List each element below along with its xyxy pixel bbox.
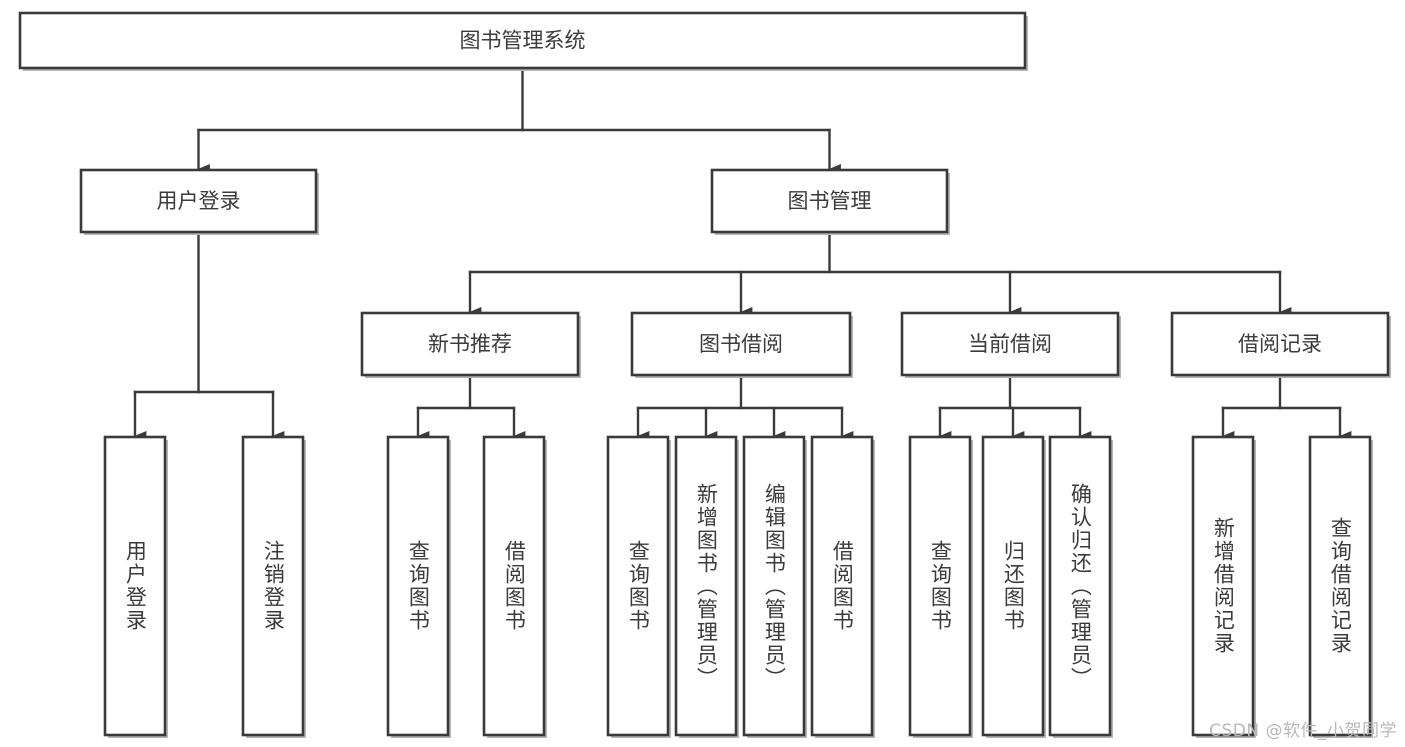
node-leaf-借阅图书-7[interactable] [810,435,875,738]
edge-group-book-management [468,230,1292,317]
node-level3-label-当前借阅: 当前借阅 [968,332,1052,356]
node-level2-label-图书管理: 图书管理 [788,189,872,213]
node-level3-图书借阅[interactable] [630,311,853,378]
node-leaf-新增图书管理员-5[interactable] [674,435,739,738]
watermark-text: CSDN @软件_小贺同学 [1209,721,1397,741]
node-leaf-查询图书-4[interactable] [606,435,671,738]
edge-group-current-borrow [938,373,1092,441]
node-leaf-归还图书-9[interactable] [981,435,1046,738]
node-leaf-借阅图书-3[interactable] [482,435,547,738]
edge-group-root [197,66,841,174]
node-level3-借阅记录[interactable] [1170,311,1391,378]
node-leaf-新增借阅记录-11[interactable] [1191,435,1256,738]
edges-layer [133,66,1352,441]
node-leaf-用户登录-0[interactable] [103,435,168,738]
node-level2-label-用户登录: 用户登录 [157,189,241,213]
node-level3-label-新书推荐: 新书推荐 [428,332,512,356]
node-level3-label-图书借阅: 图书借阅 [699,332,783,356]
node-level2-用户登录[interactable] [79,168,319,235]
node-level3-当前借阅[interactable] [900,311,1121,378]
node-leaf-查询图书-8[interactable] [908,435,973,738]
node-root-图书管理系统[interactable] [18,11,1028,71]
node-level3-label-借阅记录: 借阅记录 [1238,332,1322,356]
node-leaf-编辑图书管理员-6[interactable] [742,435,807,738]
node-leaf-查询图书-2[interactable] [386,435,451,738]
edge-group-user-login [133,230,285,441]
boxes-layer [18,11,1391,738]
node-leaf-查询借阅记录-12[interactable] [1308,435,1373,738]
edge-group-book-borrow [636,373,854,441]
node-leaf-注销登录-1[interactable] [241,435,306,738]
node-root-label: 图书管理系统 [460,29,586,53]
node-level2-图书管理[interactable] [710,168,950,235]
node-leaf-确认归还管理员-10[interactable] [1048,435,1113,738]
node-level3-新书推荐[interactable] [360,311,581,378]
edge-group-new-book [416,373,526,441]
edge-group-borrow-record [1221,373,1352,441]
